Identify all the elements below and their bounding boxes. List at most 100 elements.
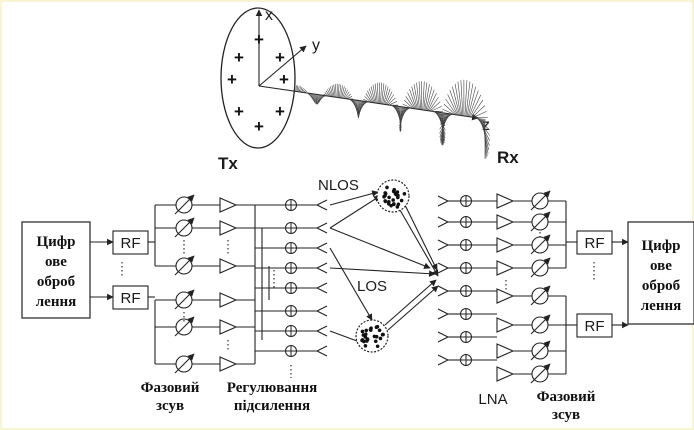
scatterer-dot <box>387 199 391 204</box>
left-dsp-line4: лення <box>36 294 76 310</box>
scatterer-dot <box>375 324 380 329</box>
combiner-plus <box>285 262 297 274</box>
scatterer-dot <box>368 328 373 332</box>
scatterer-top-circle <box>376 179 410 213</box>
nlos-label: NLOS <box>318 177 359 194</box>
rx-combiner-plus <box>460 262 472 274</box>
plus-sign: + <box>279 70 289 89</box>
rx-antenna-element <box>437 239 450 251</box>
phase-shift-right-line2: зсув <box>552 407 580 423</box>
helix-ray <box>313 94 316 104</box>
helix-ray <box>428 97 439 112</box>
scatterer-dot <box>399 198 404 203</box>
helix-ray <box>317 94 320 105</box>
helix-ray <box>342 87 347 99</box>
nlos-reflect-3 <box>384 279 437 326</box>
tx-antenna-element <box>315 325 328 337</box>
lna-label: LNA <box>478 391 507 408</box>
los-ray-2 <box>329 267 436 277</box>
tx-label: Tx <box>218 154 238 173</box>
scatterer-bottom-dots <box>360 324 385 349</box>
helix-ray <box>337 83 340 98</box>
scatterer-dot <box>361 333 366 337</box>
helix-ray <box>368 88 375 103</box>
rf-label-right-bottom: RF <box>585 318 605 335</box>
helix-ray <box>330 86 334 97</box>
helix-ray <box>312 93 315 103</box>
phase-shifter-left <box>174 353 195 374</box>
right-dsp-line4: лення <box>641 298 681 314</box>
gain-amplifier <box>219 197 238 213</box>
helix-ray <box>439 113 449 138</box>
scatterer-dot <box>387 195 391 200</box>
combiner-plus <box>285 282 297 294</box>
y-axis-arrow <box>258 45 307 87</box>
helix-ray <box>411 86 418 110</box>
phase-shifter-left <box>174 289 195 310</box>
phase-shifter-arrow <box>174 194 195 215</box>
helix-ray <box>442 108 455 115</box>
los-label: LOS <box>357 278 387 295</box>
helix-ray <box>466 83 474 117</box>
helix-ray <box>473 111 487 118</box>
los-ray-1 <box>329 227 431 269</box>
helix-ray <box>416 82 420 110</box>
helix-ray <box>311 93 315 102</box>
rx-antenna-element <box>437 308 450 320</box>
scatterer-dot <box>372 334 377 339</box>
helix-ray <box>384 88 391 105</box>
scatterer-dot <box>402 192 407 196</box>
helix-ray <box>388 101 397 106</box>
combiner-plus <box>285 222 297 234</box>
helix-ray <box>460 80 464 116</box>
scatterer-dot <box>360 329 365 334</box>
helix-ray <box>429 101 441 112</box>
nlos-ray-up-2 <box>329 190 379 206</box>
phase-shifter-right <box>530 285 551 306</box>
helix-ray <box>418 81 421 110</box>
scatterer-dot <box>378 336 383 341</box>
gain-amplifier <box>219 220 238 236</box>
helix-ray <box>341 86 345 99</box>
phase-shifter-arrow <box>530 257 551 278</box>
scatterer-dot <box>363 344 368 348</box>
helix-ray <box>386 94 395 105</box>
phase-shift-left-line2: зсув <box>156 398 184 414</box>
lna-amplifier <box>496 288 515 304</box>
phase-shifter-right <box>530 234 551 255</box>
phase-shifter-arrow <box>530 190 551 211</box>
helix-ray <box>327 89 332 97</box>
phase-shift-right-line1: Фазовий <box>537 389 596 405</box>
lna-amplifier <box>496 214 515 230</box>
helix-ray <box>400 107 411 113</box>
scatterer-dot <box>395 190 400 194</box>
rx-antenna-element <box>437 195 450 207</box>
propagation-paths <box>329 190 439 346</box>
tx-antenna-element <box>315 262 328 274</box>
helix-ray <box>449 90 459 116</box>
rx-combiner-plus <box>460 331 472 343</box>
helix-ray <box>365 93 373 103</box>
helix-ray <box>298 86 301 92</box>
scatterer-dot <box>385 185 389 190</box>
rx-antenna-element <box>437 216 450 228</box>
axis-z-label: z <box>482 117 490 134</box>
helix-ray <box>440 113 453 120</box>
phase-shifter-arrow <box>530 363 551 384</box>
lna-amplifier <box>496 260 515 276</box>
helix-ray <box>345 93 351 99</box>
helix-ray <box>380 82 382 104</box>
helix-ray <box>301 87 304 93</box>
nlos-scatterer-top <box>376 179 410 213</box>
helix-ray <box>423 82 428 111</box>
helix-ray <box>304 91 308 93</box>
helix-ray <box>317 94 321 104</box>
tx-antenna-element <box>315 282 328 294</box>
phase-shifter-arrow <box>174 316 195 337</box>
lna-amplifier <box>496 366 515 382</box>
nlos-reflect-2 <box>404 204 438 271</box>
left-dsp-box <box>21 221 91 319</box>
phase-shift-left-line1: Фазовий <box>141 380 200 396</box>
phase-shifter-arrow <box>530 285 551 306</box>
